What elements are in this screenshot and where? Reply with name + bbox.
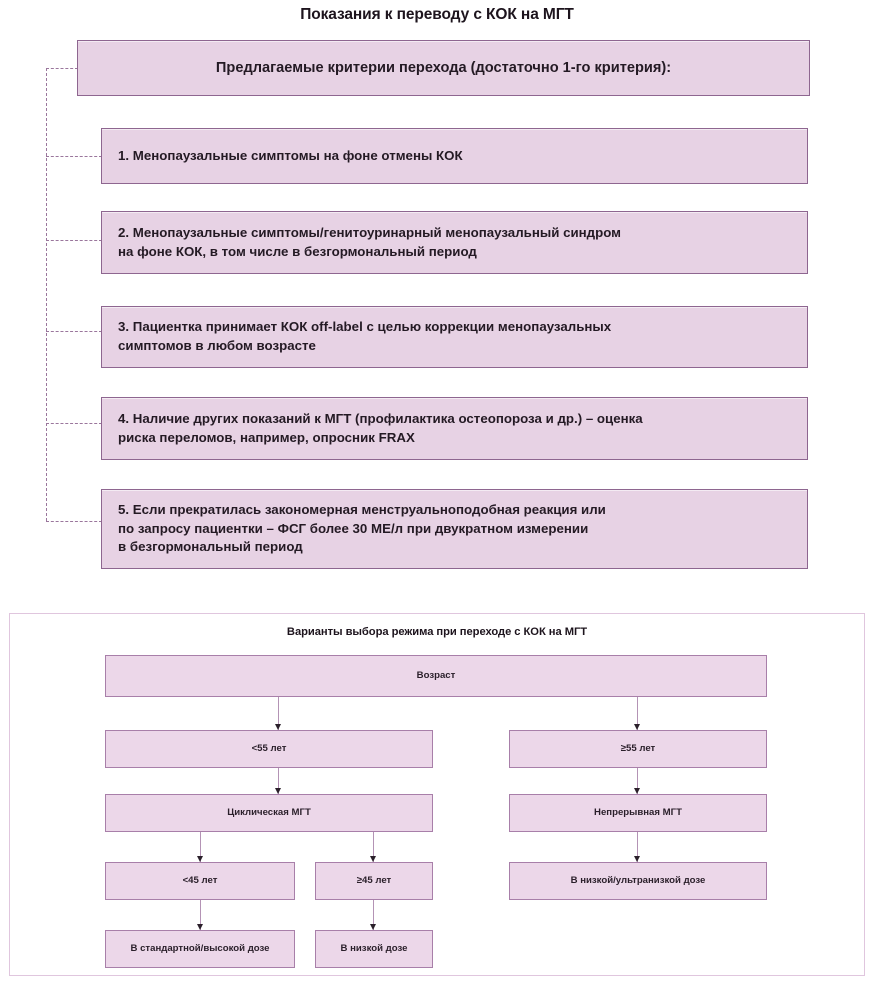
node-continuous-mht: Непрерывная МГТ (509, 794, 767, 832)
node-low-ultralow-dose-label: В низкой/ультранизкой дозе (570, 875, 706, 887)
regimen-panel: Варианты выбора режима при переходе с КО… (9, 613, 865, 976)
connector-left-age-to-cyclic (278, 768, 279, 794)
branch-connector-1 (46, 156, 102, 157)
criteria-header-box: Предлагаемые критерии перехода (достаточ… (77, 40, 810, 96)
node-low-dose: В низкой дозе (315, 930, 433, 968)
node-age-over-45-label: ≥45 лет (356, 875, 392, 887)
node-age-under-55-label: <55 лет (251, 743, 287, 755)
node-root-age: Возраст (105, 655, 767, 697)
connector-over-45-to-low-dose (373, 900, 374, 930)
node-age-under-45: <45 лет (105, 862, 295, 900)
criteria-item-4-text: 4. Наличие других показаний к МГТ (профи… (118, 410, 643, 445)
node-age-under-45-label: <45 лет (182, 875, 218, 887)
arrowhead-root-to-left-age (274, 724, 281, 730)
criteria-item-5-text: 5. Если прекратилась закономерная менстр… (118, 501, 606, 555)
connector-continuous-to-low-dose (637, 832, 638, 862)
node-age-over-55: ≥55 лет (509, 730, 767, 768)
criteria-item-1: 1. Менопаузальные симптомы на фоне отмен… (101, 128, 808, 184)
criteria-item-4: 4. Наличие других показаний к МГТ (профи… (101, 397, 808, 460)
node-root-age-label: Возраст (416, 670, 456, 682)
node-low-ultralow-dose: В низкой/ультранизкой дозе (509, 862, 767, 900)
arrowhead-cyclic-to-over-45 (369, 856, 376, 862)
arrowhead-over-45-to-low-dose (369, 924, 376, 930)
dashed-spine (46, 68, 47, 521)
node-cyclic-mht-label: Циклическая МГТ (227, 807, 311, 819)
arrowhead-under-45-to-standard-dose (196, 924, 203, 930)
arrowhead-cyclic-to-under-45 (196, 856, 203, 862)
node-low-dose-label: В низкой дозе (340, 943, 408, 955)
node-age-over-55-label: ≥55 лет (620, 743, 656, 755)
criteria-item-5: 5. Если прекратилась закономерная менстр… (101, 489, 808, 569)
regimen-panel-title: Варианты выбора режима при переходе с КО… (286, 626, 588, 638)
node-age-under-55: <55 лет (105, 730, 433, 768)
page-title: Показания к переводу с КОК на МГТ (300, 6, 574, 23)
node-continuous-mht-label: Непрерывная МГТ (594, 807, 682, 819)
criteria-item-1-text: 1. Менопаузальные симптомы на фоне отмен… (118, 147, 463, 163)
branch-connector-3 (46, 331, 102, 332)
criteria-item-3-text: 3. Пациентка принимает КОК off-label с ц… (118, 319, 612, 353)
criteria-item-2-text: 2. Менопаузальные симптомы/генитоуринарн… (118, 224, 622, 259)
connector-right-age-to-continuous (637, 768, 638, 794)
connector-cyclic-to-over-45 (373, 832, 374, 862)
branch-connector-2 (46, 240, 102, 241)
branch-connector-header (46, 68, 78, 69)
criteria-item-2: 2. Менопаузальные симптомы/генитоуринарн… (101, 211, 808, 274)
connector-cyclic-to-under-45 (200, 832, 201, 862)
arrowhead-root-to-right-age (633, 724, 640, 730)
arrowhead-left-age-to-cyclic (274, 788, 281, 794)
connector-root-to-right-age (637, 697, 638, 730)
arrowhead-continuous-to-low-dose (633, 856, 640, 862)
criteria-item-3: 3. Пациентка принимает КОК off-label с ц… (101, 306, 808, 368)
node-age-over-45: ≥45 лет (315, 862, 433, 900)
criteria-header-text: Предлагаемые критерии перехода (достаточ… (215, 59, 672, 76)
connector-under-45-to-standard-dose (200, 900, 201, 930)
arrowhead-right-age-to-continuous (633, 788, 640, 794)
node-cyclic-mht: Циклическая МГТ (105, 794, 433, 832)
branch-connector-5 (46, 521, 102, 522)
node-standard-high-dose-label: В стандартной/высокой дозе (130, 943, 270, 955)
node-standard-high-dose: В стандартной/высокой дозе (105, 930, 295, 968)
branch-connector-4 (46, 423, 102, 424)
connector-root-to-left-age (278, 697, 279, 730)
